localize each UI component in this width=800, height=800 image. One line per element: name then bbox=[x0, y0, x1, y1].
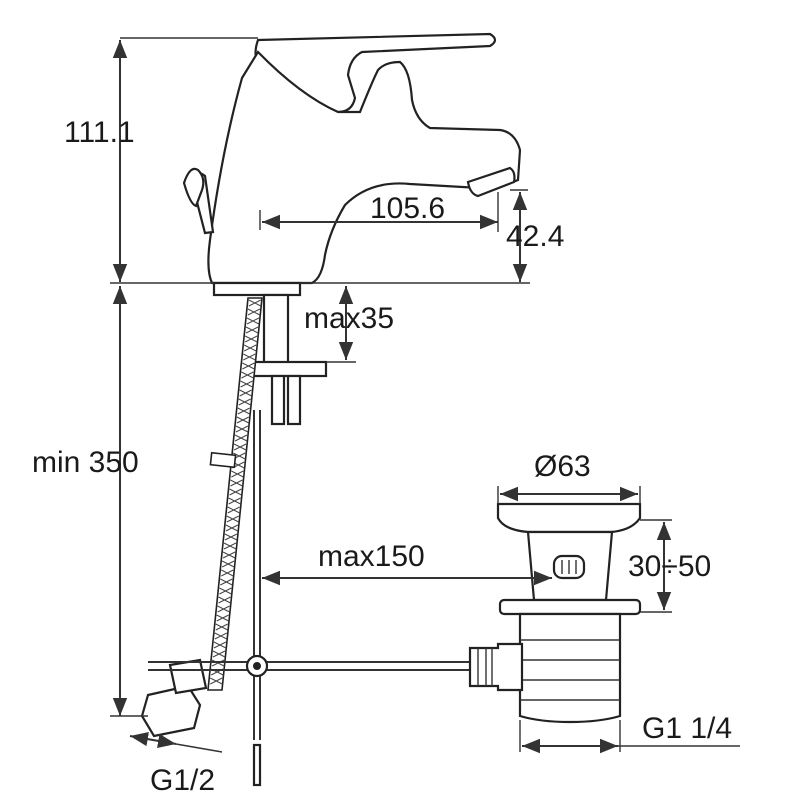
mounting-stud bbox=[262, 293, 290, 367]
tap-body bbox=[207, 50, 522, 285]
dim-waste-range: 30÷50 bbox=[628, 550, 711, 583]
dim-max-distance: max150 bbox=[318, 540, 425, 573]
dim-hose-thread: G1/2 bbox=[150, 764, 215, 797]
waste-flange-nut bbox=[498, 598, 642, 616]
popup-rod-knob bbox=[182, 167, 205, 208]
supply-tail-left bbox=[270, 374, 286, 426]
dim-tap-height: 111.1 bbox=[64, 116, 135, 149]
dim-waste-thread: G1 1/4 bbox=[642, 712, 732, 745]
faucet-body bbox=[182, 32, 522, 297]
dim-spout-height: 42.4 bbox=[506, 220, 564, 253]
dim-waste-diameter: Ø63 bbox=[534, 450, 591, 483]
waste-side-connector bbox=[468, 642, 524, 692]
mounting-plate bbox=[244, 360, 328, 378]
supply-tail-right bbox=[286, 374, 302, 426]
waste-linkage bbox=[148, 410, 470, 787]
aerator bbox=[466, 166, 516, 198]
waste-tail bbox=[518, 612, 622, 724]
waste-cap bbox=[496, 502, 642, 534]
dimension-lines bbox=[110, 37, 740, 754]
mounting-set bbox=[244, 293, 328, 426]
base-flange bbox=[212, 281, 302, 297]
dim-min-hose-length: min 350 bbox=[32, 446, 139, 479]
dim-max-deck-thickness: max35 bbox=[304, 302, 394, 335]
flexible-hose bbox=[140, 297, 263, 738]
pop-up-waste bbox=[468, 502, 642, 724]
hose-nut bbox=[140, 684, 202, 738]
dim-spout-reach: 105.6 bbox=[370, 192, 445, 225]
